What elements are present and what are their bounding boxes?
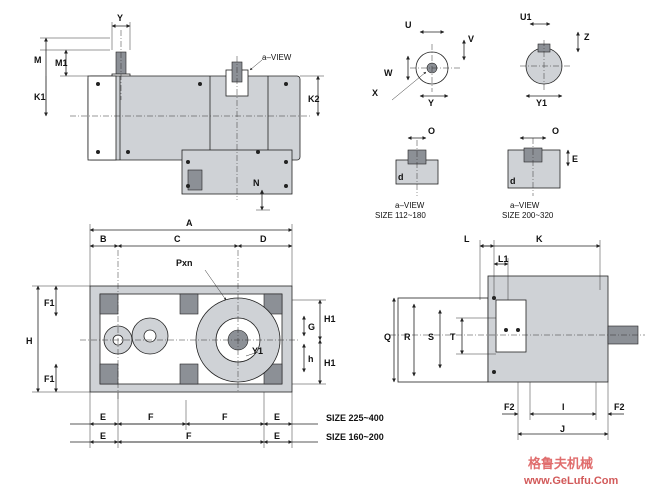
row1-size: SIZE 225~400 xyxy=(326,413,384,423)
dim-Q: Q xyxy=(384,332,391,342)
dim-D: D xyxy=(260,234,267,244)
dim-X: X xyxy=(372,88,378,98)
dim-L1: L1 xyxy=(498,254,509,264)
dim-Z: Z xyxy=(584,32,590,42)
plan-view xyxy=(32,224,326,448)
row1-E-right: E xyxy=(274,412,280,422)
dim-I: I xyxy=(562,402,565,412)
dim-U: U xyxy=(405,20,412,30)
watermark-cn: 格鲁夫机械 xyxy=(528,456,593,472)
dim-W: W xyxy=(384,68,393,78)
side-view xyxy=(390,240,645,440)
a-view-large-size: SIZE 200~320 xyxy=(502,211,554,220)
dim-C: C xyxy=(174,234,181,244)
dim-Y1-shaft: Y1 xyxy=(536,98,547,108)
a-view-large-O: O xyxy=(552,126,559,136)
dim-Y1-plan: Y1 xyxy=(252,346,263,356)
dim-F2-right: F2 xyxy=(614,402,625,412)
dim-H1-bottom: H1 xyxy=(324,358,336,368)
dim-M1: M1 xyxy=(55,58,68,68)
dim-K1: K1 xyxy=(34,92,46,102)
row2-F: F xyxy=(186,431,192,441)
row2-E-right: E xyxy=(274,431,280,441)
a-view-small-O: O xyxy=(428,126,435,136)
dim-Y: Y xyxy=(117,13,123,23)
dim-M: M xyxy=(34,55,42,65)
dim-L: L xyxy=(464,234,470,244)
row2-size: SIZE 160~200 xyxy=(326,432,384,442)
shaft-detail-right xyxy=(520,22,580,98)
dim-G: G xyxy=(308,322,315,332)
dim-B: B xyxy=(100,234,107,244)
a-view-large-d: d xyxy=(510,176,516,186)
dim-F1-bottom: F1 xyxy=(44,374,55,384)
dim-K: K xyxy=(536,234,543,244)
a-view-small-title: a–VIEW xyxy=(395,201,425,210)
shaft-detail-left xyxy=(391,30,466,101)
a-view-small-d: d xyxy=(398,172,404,182)
row1-F-left: F xyxy=(148,412,154,422)
dim-F1-top: F1 xyxy=(44,298,55,308)
side-housing-left xyxy=(397,297,489,383)
dim-S: S xyxy=(428,332,434,342)
dim-T: T xyxy=(450,332,456,342)
dim-N: N xyxy=(253,178,260,188)
dim-F2-left: F2 xyxy=(504,402,515,412)
a-view-label: a–VIEW xyxy=(262,53,292,62)
a-view-small xyxy=(395,136,439,196)
a-view-large-E: E xyxy=(572,154,578,164)
elevation-view xyxy=(40,22,324,211)
row1-E-left: E xyxy=(100,412,106,422)
dim-A: A xyxy=(186,218,193,228)
row2-E-left: E xyxy=(100,431,106,441)
dim-H: H xyxy=(26,336,33,346)
a-view-small-size: SIZE 112~180 xyxy=(375,211,426,220)
a-view-large xyxy=(507,136,570,196)
dim-Y-shaft: Y xyxy=(428,98,434,108)
dim-R: R xyxy=(404,332,411,342)
dim-U1: U1 xyxy=(520,12,532,22)
row1-F-right: F xyxy=(222,412,228,422)
dim-h: h xyxy=(308,354,314,364)
dim-V: V xyxy=(468,34,474,44)
dim-Pxn: Pxn xyxy=(176,258,193,268)
dim-J: J xyxy=(560,424,565,434)
dim-H1-top: H1 xyxy=(324,314,336,324)
dim-K2: K2 xyxy=(308,94,320,104)
a-view-large-title: a–VIEW xyxy=(510,201,540,210)
watermark-url: www.GeLufu.Com xyxy=(523,475,619,487)
